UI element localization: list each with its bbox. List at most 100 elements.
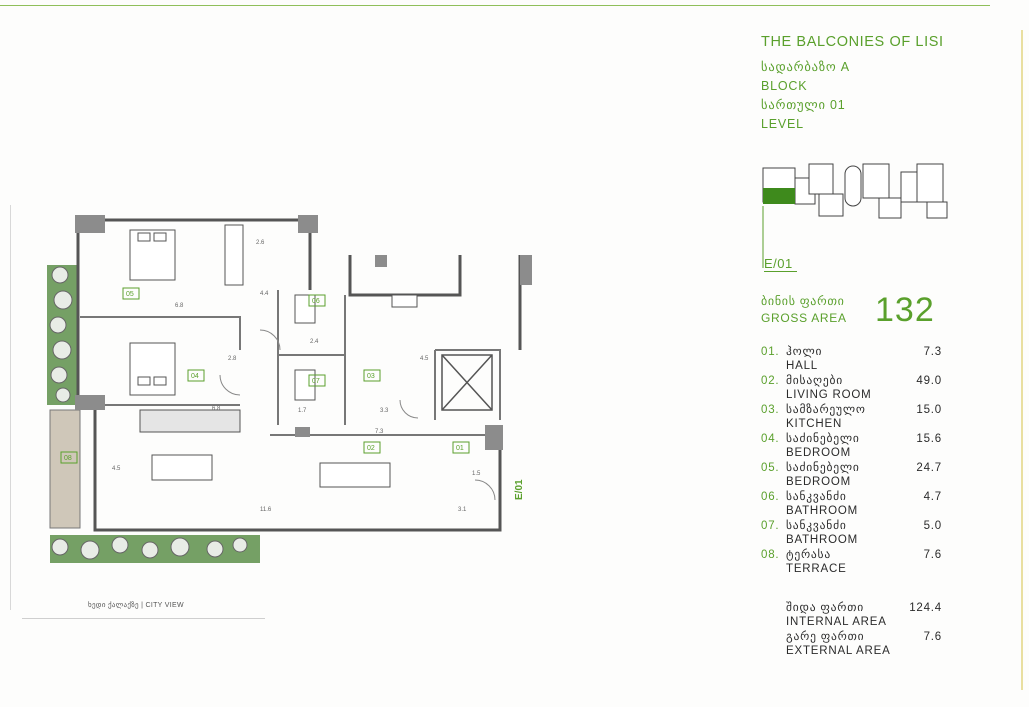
- gross-area-value: 132: [875, 291, 935, 329]
- room-row: 03. სამზარეულო KITCHEN 15.0: [761, 403, 944, 432]
- total-name-en: INTERNAL AREA: [786, 616, 887, 628]
- level-en: LEVEL: [761, 117, 804, 131]
- room-area: 7.3: [923, 346, 942, 358]
- room-row: 04. საძინებელი BEDROOM 15.6: [761, 432, 944, 461]
- dim-label: 4.5: [420, 356, 429, 362]
- dim-label: 3.3: [380, 408, 389, 414]
- terrace-area: [49, 409, 81, 529]
- room-area: 49.0: [916, 375, 942, 387]
- room-area: 7.6: [923, 549, 942, 561]
- room-area: 15.0: [916, 404, 942, 416]
- room-number: 02.: [761, 375, 780, 387]
- room-number: 08.: [761, 549, 780, 561]
- key-plan-highlight: [763, 188, 795, 204]
- total-name-ka: გარე ფართი: [786, 631, 865, 643]
- room-name-ka: მისაღები: [786, 375, 843, 387]
- entry-label: E/01: [514, 479, 525, 500]
- room-tag-07: 07: [312, 378, 320, 385]
- room-number: 04.: [761, 433, 780, 445]
- total-row: შიდა ფართი INTERNAL AREA 124.4: [786, 601, 944, 630]
- room-area: 4.7: [923, 491, 942, 503]
- room-number: 07.: [761, 520, 780, 532]
- room-row: 02. მისაღები LIVING ROOM 49.0: [761, 374, 944, 403]
- room-row: 07. სანკვანძი BATHROOM 5.0: [761, 519, 944, 548]
- room-number: 06.: [761, 491, 780, 503]
- dim-label: 7.3: [375, 429, 384, 435]
- elevator: [441, 354, 493, 411]
- room-tag-03: 03: [367, 373, 375, 380]
- room-area: 24.7: [916, 462, 942, 474]
- room-name-en: HALL: [786, 360, 818, 372]
- dim-label: 3.1: [458, 507, 467, 513]
- room-area: 15.6: [916, 433, 942, 445]
- dim-label: 6.8: [212, 406, 221, 412]
- gross-area: ბინის ფართი GROSS AREA 132: [761, 291, 934, 329]
- room-tag-01: 01: [456, 445, 464, 452]
- project-meta: სადარბაზო A BLOCK სართული 01 LEVEL: [761, 58, 951, 134]
- room-row: 08. ტერასა TERRACE 7.6: [761, 548, 944, 577]
- room-number: 03.: [761, 404, 780, 416]
- project-title: THE BALCONIES OF LISI: [761, 34, 944, 50]
- wall-blocks: [75, 215, 532, 450]
- dim-label: 2.4: [310, 339, 319, 345]
- dim-label: 4.5: [112, 466, 121, 472]
- city-view-caption: ხედი ქალაქზე | CITY VIEW: [88, 602, 184, 609]
- room-name-en: KITCHEN: [786, 418, 843, 430]
- dim-label: 11.6: [260, 507, 272, 513]
- area-totals: შიდა ფართი INTERNAL AREA 124.4 გარე ფართ…: [786, 601, 944, 659]
- room-name-en: BATHROOM: [786, 505, 858, 517]
- room-row: 05. საძინებელი BEDROOM 24.7: [761, 461, 944, 490]
- total-value: 7.6: [923, 631, 942, 643]
- total-value: 124.4: [909, 602, 942, 614]
- plant-strip-bottom: [50, 535, 260, 563]
- room-tag-08: 08: [64, 455, 72, 462]
- key-plan: [762, 163, 948, 268]
- room-schedule: 01. ჰოლი HALL 7.3 02. მისაღები LIVING RO…: [761, 345, 944, 577]
- room-tag-02: 02: [367, 445, 375, 452]
- dim-label: 4.4: [260, 291, 269, 297]
- gross-area-label-en: GROSS AREA: [761, 311, 847, 325]
- level-ka: სართული 01: [761, 98, 846, 112]
- floor-plan: 05 04 06 07 03 02 01 08 2.6 6.8 4.4 2.8 …: [47, 215, 532, 563]
- top-rule: [0, 5, 990, 6]
- dim-label: 2.8: [228, 356, 237, 362]
- plant-strip-left: [47, 265, 77, 405]
- room-name-en: LIVING ROOM: [786, 389, 872, 401]
- dim-label: 2.6: [256, 240, 265, 246]
- dim-label: 1.7: [298, 408, 307, 414]
- total-name-ka: შიდა ფართი: [786, 602, 864, 614]
- door-swings: [219, 329, 496, 501]
- room-name-ka: საძინებელი: [786, 433, 860, 445]
- room-name-en: BEDROOM: [786, 476, 852, 488]
- room-tag-06: 06: [312, 298, 320, 305]
- room-number: 01.: [761, 346, 780, 358]
- room-name-en: TERRACE: [786, 563, 847, 575]
- dim-label: 6.8: [175, 303, 184, 309]
- room-name-ka: ტერასა: [786, 549, 832, 561]
- total-row: გარე ფართი EXTERNAL AREA 7.6: [786, 630, 944, 659]
- room-row: 06. სანკვანძი BATHROOM 4.7: [761, 490, 944, 519]
- gross-area-label-ka: ბინის ფართი: [761, 294, 845, 308]
- room-name-ka: სანკვანძი: [786, 491, 847, 503]
- room-row: 01. ჰოლი HALL 7.3: [761, 345, 944, 374]
- block-en: BLOCK: [761, 79, 808, 93]
- room-tag-05: 05: [126, 291, 134, 298]
- room-tag-04: 04: [191, 373, 199, 380]
- room-name-ka: ჰოლი: [786, 346, 823, 358]
- dim-label: 1.5: [472, 471, 481, 477]
- city-view-rule: [22, 618, 265, 619]
- left-guide-line: [10, 205, 11, 610]
- room-tags: 05 04 06 07 03 02 01 08: [60, 287, 470, 464]
- furniture: [129, 224, 418, 488]
- total-name-en: EXTERNAL AREA: [786, 645, 891, 657]
- room-number: 05.: [761, 462, 780, 474]
- room-area: 5.0: [923, 520, 942, 532]
- right-edge-rule: [1021, 30, 1023, 690]
- block-ka: სადარბაზო A: [761, 60, 850, 74]
- room-name-ka: სამზარეულო: [786, 404, 866, 416]
- room-name-en: BEDROOM: [786, 447, 852, 459]
- room-name-ka: სანკვანძი: [786, 520, 847, 532]
- project-header: THE BALCONIES OF LISI სადარბაზო A BLOCK …: [761, 34, 951, 134]
- dimension-labels: 2.6 6.8 4.4 2.8 1.7 2.4 4.5 7.3 4.5 11.6…: [112, 240, 481, 513]
- room-name-ka: საძინებელი: [786, 462, 860, 474]
